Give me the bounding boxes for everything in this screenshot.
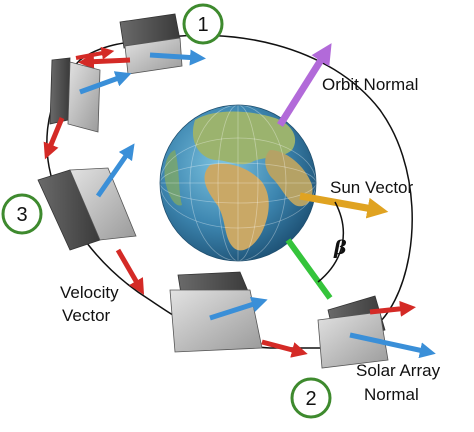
beta-symbol: β [333, 237, 347, 259]
spacecraft-2 [317, 295, 436, 369]
green-vector [285, 238, 333, 300]
position-marker-3: 3 [1, 193, 43, 235]
position-marker-2: 2 [290, 377, 332, 419]
solar-array-normal-label-line2: Normal [364, 385, 419, 404]
spacecraft-bottom-middle [169, 271, 308, 358]
velocity-vector-label-line2: Vector [62, 306, 111, 325]
earth-globe [159, 104, 317, 262]
position-marker-2-number: 2 [305, 388, 316, 410]
position-marker-1-number: 1 [197, 14, 208, 36]
beta-angle-arc [317, 201, 345, 283]
orbit-normal-arrow [277, 43, 332, 127]
sun-vector-arrow [299, 192, 389, 219]
orbit-normal-label: Orbit Normal [322, 75, 418, 94]
position-marker-3-number: 3 [16, 204, 27, 226]
spacecraft-upper-left [43, 46, 132, 160]
sun-vector-label: Sun Vector [330, 178, 414, 197]
spacecraft-3 [37, 143, 145, 295]
solar-array-normal-label-line1: Solar Array [356, 361, 441, 380]
spacecraft-1 [78, 13, 206, 75]
velocity-vector-label-line1: Velocity [60, 283, 119, 302]
position-marker-1: 1 [182, 3, 224, 45]
